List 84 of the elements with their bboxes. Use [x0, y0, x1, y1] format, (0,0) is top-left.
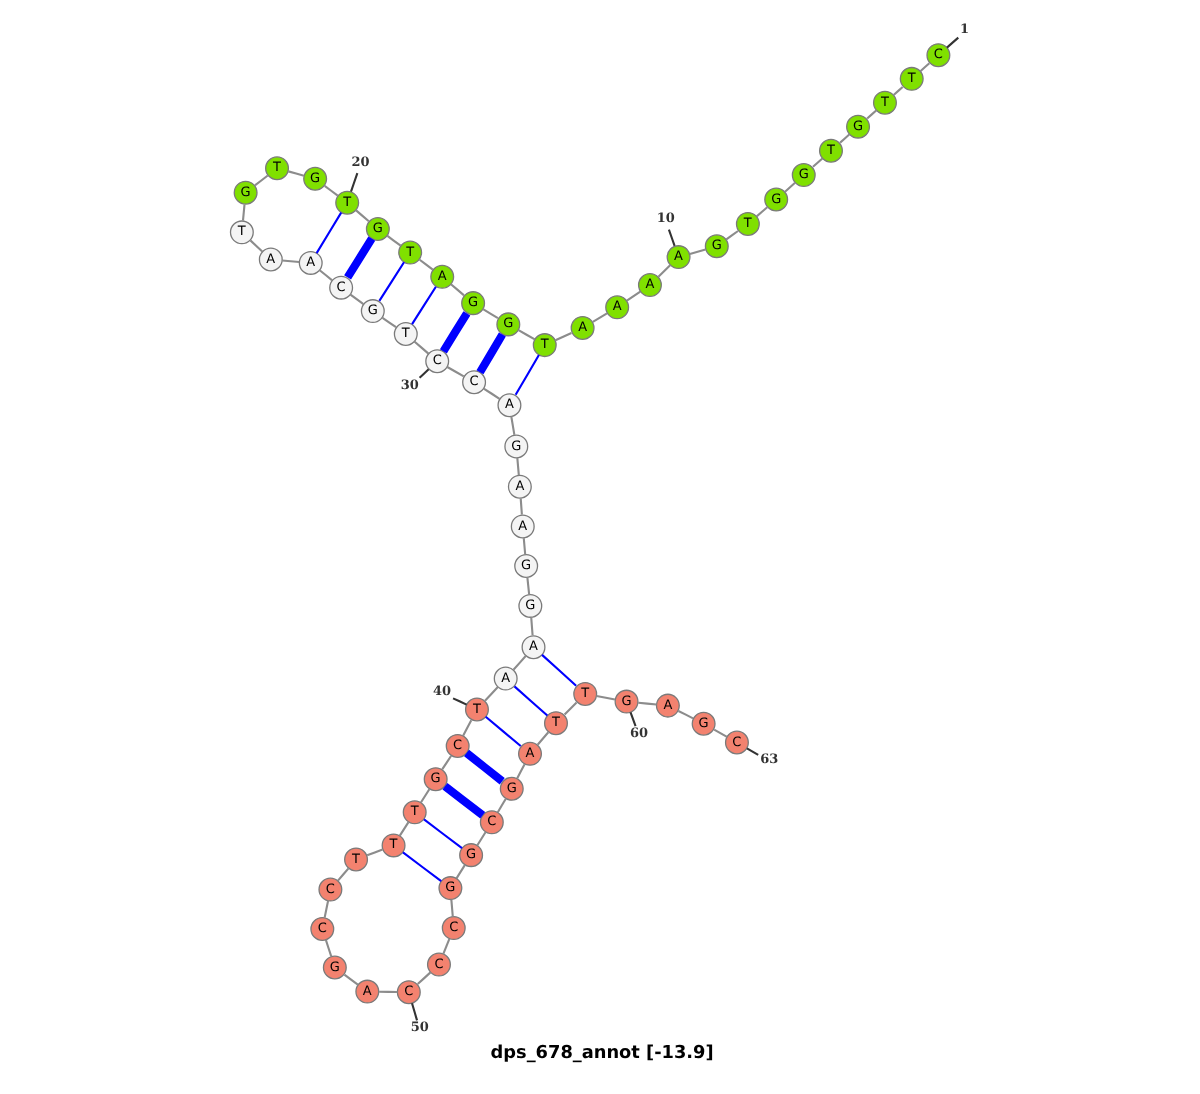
- connector: [918, 62, 930, 72]
- connector: [591, 312, 607, 323]
- connector: [348, 293, 364, 305]
- connector: [535, 731, 549, 746]
- connector: [377, 261, 404, 302]
- connector: [418, 258, 433, 271]
- connector: [554, 332, 571, 342]
- connector: [517, 329, 535, 341]
- diagram-title: dps_678_annot [-13.9]: [489, 1043, 713, 1064]
- connector: [495, 798, 506, 813]
- connector: [525, 577, 530, 595]
- connector: [666, 229, 675, 247]
- connector: [625, 290, 640, 302]
- connector: [475, 831, 486, 847]
- connector: [397, 821, 409, 837]
- connector: [240, 204, 245, 221]
- connector: [441, 783, 485, 819]
- connector: [385, 235, 401, 247]
- connector: [336, 867, 349, 882]
- connector: [342, 973, 358, 986]
- connector: [323, 185, 338, 197]
- connector: [248, 239, 262, 253]
- connector: [314, 212, 342, 254]
- connector: [483, 686, 498, 702]
- connector: [712, 728, 727, 738]
- connector: [419, 788, 430, 804]
- connector: [529, 617, 533, 636]
- connector: [595, 694, 615, 701]
- connector: [380, 316, 396, 329]
- connector: [438, 311, 470, 354]
- connector: [461, 719, 472, 737]
- connector: [676, 710, 693, 720]
- connector: [410, 1002, 418, 1021]
- connector: [656, 264, 670, 278]
- connector: [440, 755, 452, 770]
- connector: [509, 416, 515, 436]
- connector: [512, 685, 548, 717]
- connector: [562, 701, 577, 716]
- connector: [445, 366, 464, 378]
- connector: [449, 283, 464, 297]
- connector: [515, 457, 519, 476]
- connector: [454, 864, 465, 879]
- connector: [410, 286, 436, 325]
- connector: [349, 172, 358, 192]
- connector: [484, 716, 521, 747]
- connector: [416, 971, 431, 985]
- connector: [724, 230, 738, 241]
- connector: [891, 86, 903, 96]
- connector: [521, 538, 526, 555]
- connector: [838, 133, 850, 144]
- connector: [318, 269, 332, 282]
- connector: [441, 938, 450, 955]
- connector: [482, 387, 500, 400]
- connector: [688, 248, 705, 255]
- connector: [475, 332, 505, 375]
- connector: [417, 368, 429, 379]
- connector: [322, 900, 329, 918]
- connector: [511, 655, 526, 671]
- connector: [354, 209, 369, 223]
- connector: [811, 157, 823, 168]
- connector: [637, 701, 656, 706]
- connector: [451, 697, 466, 706]
- connector: [422, 818, 462, 850]
- connector: [945, 36, 958, 49]
- connector: [513, 354, 539, 396]
- connector: [865, 109, 877, 120]
- connector: [287, 170, 304, 177]
- connector: [281, 259, 299, 263]
- connector: [755, 206, 767, 218]
- connector: [412, 340, 429, 355]
- connector: [515, 763, 525, 779]
- connector: [745, 747, 758, 756]
- connector: [463, 749, 504, 785]
- connector: [449, 899, 453, 917]
- connector: [343, 236, 375, 280]
- connector: [378, 990, 397, 994]
- connector: [518, 498, 522, 515]
- connector: [481, 308, 498, 320]
- connector: [628, 712, 636, 727]
- connector: [401, 851, 441, 883]
- connector: [783, 182, 795, 193]
- connector: [253, 174, 268, 187]
- connector: [365, 848, 382, 857]
- connector: [540, 654, 576, 687]
